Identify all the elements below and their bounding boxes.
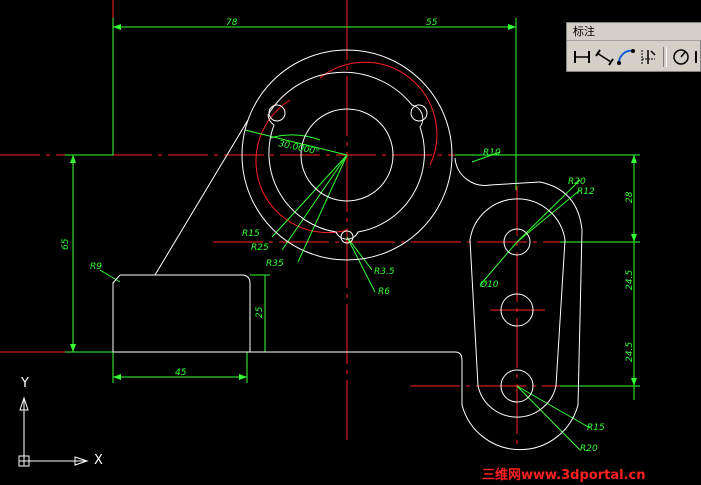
toolbar-separator	[663, 47, 667, 67]
dimension-toolbar[interactable]: 标注	[566, 22, 701, 72]
dimension-texts: 78 55 65 45 25 28 24.5 24.5 30.0000° R10…	[61, 18, 635, 454]
dim-65: 65	[61, 238, 71, 250]
dim-28: 28	[625, 191, 635, 203]
dim-r15-right: R15	[587, 423, 605, 433]
radius-dimension-button[interactable]	[671, 47, 691, 67]
dim-r20-bottom: R20	[580, 444, 598, 454]
dim-78: 78	[226, 18, 238, 28]
ucs-x-label: X	[94, 453, 103, 468]
more-buttons-overflow[interactable]	[693, 47, 701, 67]
linear-dimension-button[interactable]	[572, 47, 592, 67]
ordinate-dimension-icon	[641, 50, 656, 64]
partial-button-icon	[695, 51, 697, 63]
dim-r6: R6	[378, 287, 390, 297]
dim-r9: R9	[90, 262, 102, 272]
site-watermark: 三维网www.3dportal.cn	[482, 468, 646, 483]
dim-24-5-a: 24.5	[625, 270, 635, 290]
linear-dimension-icon	[574, 51, 590, 63]
radius-dimension-icon	[673, 49, 689, 65]
aligned-dimension-icon	[595, 49, 614, 66]
arrowheads	[70, 24, 637, 386]
ucs-icon	[18, 396, 89, 467]
dim-24-5-b: 24.5	[625, 342, 635, 362]
object-geometry	[112, 49, 583, 451]
dim-25: 25	[255, 306, 265, 318]
dim-r25: R25	[251, 243, 269, 253]
aligned-dimension-button[interactable]	[594, 47, 614, 67]
dimension-lines	[65, 18, 640, 451]
dim-r10: R10	[483, 148, 501, 158]
ordinate-dimension-button[interactable]	[638, 47, 658, 67]
dim-r3-5: R3.5	[374, 267, 395, 277]
dim-dia10: Ø10	[479, 279, 499, 290]
toolbar-title[interactable]: 标注	[567, 23, 701, 41]
dim-r12: R12	[577, 187, 595, 197]
dim-55: 55	[426, 18, 438, 28]
center-lines	[0, 0, 640, 446]
dim-r20-top: R20	[568, 177, 586, 187]
arc-length-icon	[617, 49, 635, 65]
ucs-y-label: Y	[21, 376, 29, 391]
arc-length-button[interactable]	[616, 47, 636, 67]
dim-r15-left: R15	[242, 229, 260, 239]
dim-45: 45	[175, 368, 187, 378]
dim-r35: R35	[266, 259, 284, 269]
